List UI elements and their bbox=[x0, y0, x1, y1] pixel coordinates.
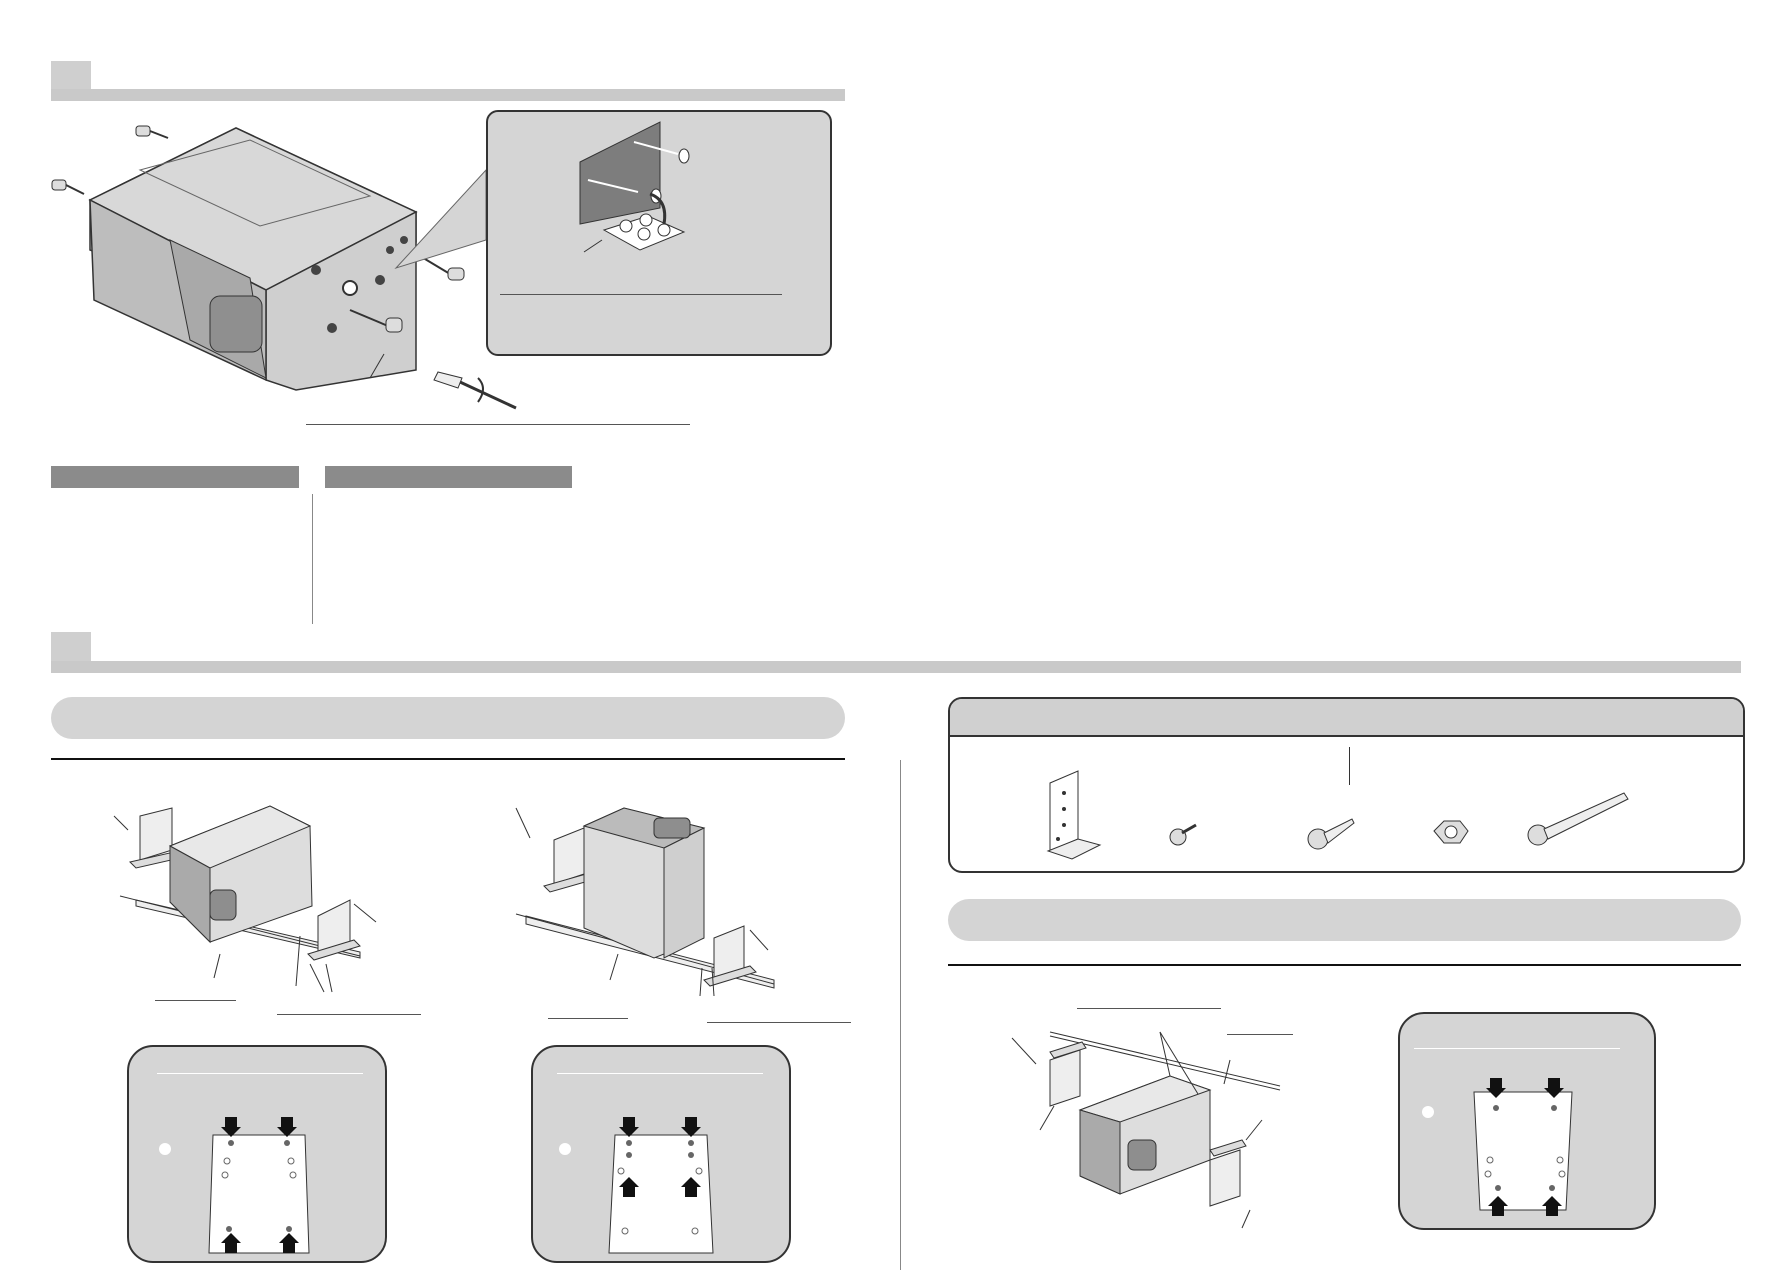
arrow-icon bbox=[1486, 1078, 1506, 1098]
hole-cover-callout-panel bbox=[486, 110, 832, 356]
callout-rule bbox=[500, 294, 782, 295]
arrow-icon bbox=[221, 1233, 241, 1253]
screw-icon bbox=[349, 309, 403, 333]
bracket-plate-diagram-1 bbox=[159, 1117, 310, 1254]
panel-1-rule bbox=[157, 1073, 363, 1074]
bracket-plate-diagram-3 bbox=[1422, 1078, 1573, 1216]
supplied-parts-box bbox=[948, 697, 1745, 873]
long-bolt-icon bbox=[1527, 792, 1629, 846]
vertical-mounting-illustration bbox=[515, 807, 775, 997]
hanging-mounting-rule bbox=[948, 964, 1741, 966]
hanging-mounting-pill bbox=[948, 899, 1741, 941]
hanging-mounting-illustration bbox=[1011, 1031, 1281, 1229]
bracket-plate-diagram-2 bbox=[559, 1117, 714, 1254]
tapping-screw-icon bbox=[1307, 818, 1355, 850]
bracket-icon bbox=[1049, 1041, 1087, 1107]
bracket-hole-panel-1 bbox=[127, 1045, 387, 1263]
column-divider bbox=[900, 760, 901, 1270]
arrow-icon bbox=[1544, 1078, 1564, 1098]
section-1-header-bar bbox=[51, 89, 845, 101]
arrow-icon bbox=[619, 1117, 639, 1137]
arrow-icon bbox=[681, 1117, 701, 1137]
arrow-icon bbox=[1488, 1196, 1508, 1216]
horizontal-mounting-illustration bbox=[113, 805, 377, 993]
arrow-icon bbox=[1542, 1196, 1562, 1216]
screwdriver-icon bbox=[433, 371, 517, 410]
caption-rule-3a bbox=[1077, 1008, 1221, 1009]
arrow-icon bbox=[681, 1177, 701, 1197]
caption-rule-3b bbox=[1227, 1034, 1293, 1035]
illustration-caption-rule bbox=[306, 424, 690, 425]
bracket-icon bbox=[307, 899, 361, 961]
subsection-divider bbox=[312, 494, 313, 624]
bracket-hole-panel-3 bbox=[1398, 1012, 1656, 1230]
caption-rule-1a bbox=[155, 1000, 236, 1001]
subsection-bar-right bbox=[325, 466, 572, 488]
changer-unit-screw-illustration bbox=[51, 125, 465, 391]
arrow-icon bbox=[279, 1233, 299, 1253]
panel-2-rule bbox=[557, 1073, 763, 1074]
caption-rule-2b bbox=[707, 1022, 851, 1023]
supplied-parts-header bbox=[950, 699, 1743, 737]
screw-icon bbox=[135, 125, 169, 139]
horizontal-mounting-rule bbox=[51, 758, 845, 760]
section-2-header-bar bbox=[51, 661, 1741, 673]
bracket-icon bbox=[1046, 770, 1102, 860]
parts-divider bbox=[1349, 747, 1350, 785]
horizontal-mounting-pill bbox=[51, 697, 845, 739]
panel-3-rule bbox=[1414, 1048, 1620, 1049]
caption-rule-2a bbox=[548, 1018, 628, 1019]
arrow-icon bbox=[277, 1117, 297, 1137]
nut-icon bbox=[1433, 820, 1469, 844]
bracket-icon bbox=[1209, 1139, 1247, 1207]
bracket-hole-panel-2 bbox=[531, 1045, 791, 1263]
bolt-icon bbox=[1169, 823, 1197, 846]
bracket-icon bbox=[703, 925, 757, 987]
arrow-icon bbox=[619, 1177, 639, 1197]
screw-icon bbox=[51, 179, 85, 195]
arrow-icon bbox=[221, 1117, 241, 1137]
subsection-bar-left bbox=[51, 466, 299, 488]
hole-cover-illustration bbox=[579, 121, 690, 253]
callout-leader bbox=[394, 168, 487, 270]
caption-rule-1b bbox=[277, 1014, 421, 1015]
